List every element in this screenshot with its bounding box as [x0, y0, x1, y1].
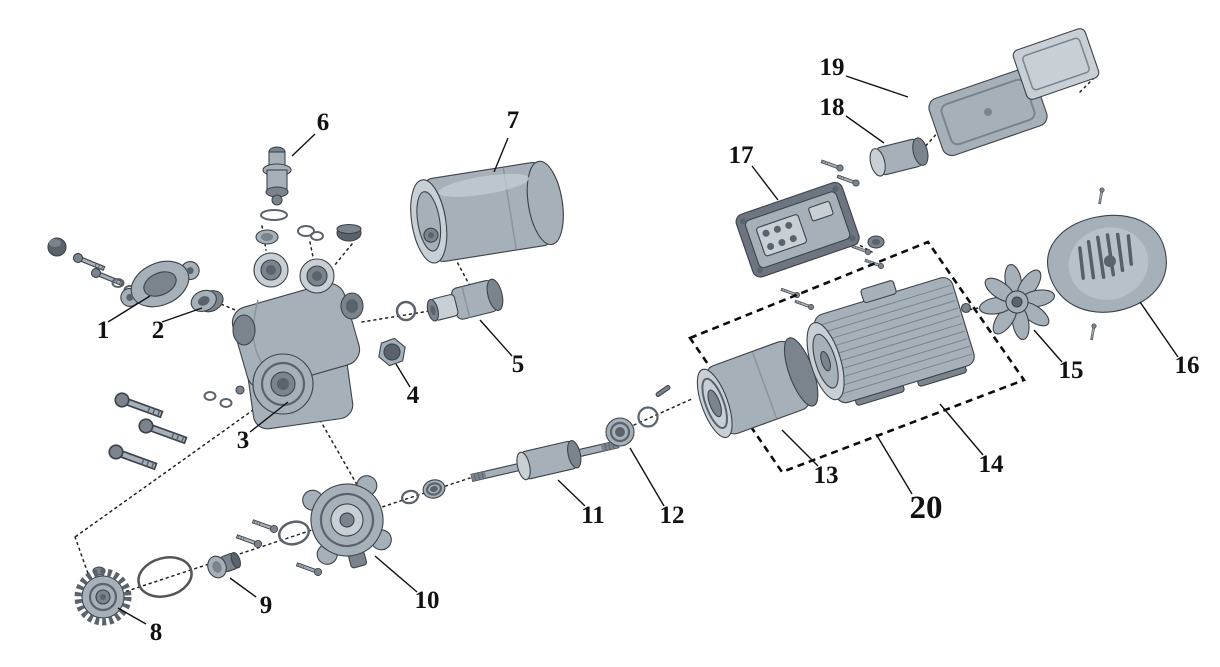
part-19-label: 19	[820, 54, 845, 81]
part-9-plug	[207, 551, 241, 579]
part-11-label: 11	[581, 502, 605, 529]
part-18-label: 18	[820, 94, 845, 121]
part-17-label: 17	[729, 142, 754, 169]
part-5-label: 5	[512, 351, 525, 378]
part-15-label: 15	[1059, 357, 1084, 384]
fan-nut	[960, 302, 972, 314]
part-12-bearing	[605, 385, 671, 447]
part-2-seal	[190, 289, 224, 313]
part-14-label: 14	[979, 451, 1005, 478]
cap-plug	[47, 237, 67, 257]
part-9-label: 9	[260, 592, 273, 619]
small-bearing	[422, 479, 446, 499]
part-19-terminal-cover	[928, 28, 1100, 157]
part-11-shaft	[401, 439, 620, 505]
part-8-label: 8	[150, 619, 163, 646]
part-3-pump-body	[231, 252, 364, 430]
part-8-impeller	[74, 566, 132, 626]
part-20-label: 20	[910, 490, 943, 526]
part-10-label: 10	[415, 587, 440, 614]
part-1-label: 1	[97, 317, 110, 344]
part-7-pressure-tank	[410, 160, 564, 264]
part-17-terminal-board	[735, 181, 860, 278]
part-18-capacitor	[869, 137, 929, 177]
part-7-label: 7	[507, 107, 520, 134]
part-14-motor-body	[806, 276, 975, 406]
part-12-label: 12	[660, 502, 685, 529]
valve-plug	[336, 223, 362, 242]
valve-cap	[255, 229, 279, 245]
part-2-label: 2	[152, 317, 165, 344]
part-15-fan	[978, 263, 1056, 341]
part-labels: 1 2 3 4 5 6 7 8 9 10 11 12 13 14 15 16 1…	[97, 54, 1200, 646]
part-16-label: 16	[1175, 352, 1200, 379]
part-13-label: 13	[814, 462, 839, 489]
cable-gland	[867, 235, 885, 249]
part-6-valve	[255, 146, 362, 245]
part-5-ejector	[395, 278, 504, 322]
part-4-label: 4	[407, 382, 420, 409]
part-10-pump-cover	[277, 475, 392, 569]
hardware-screws	[47, 157, 1105, 578]
part-13-motor-bracket	[696, 337, 819, 439]
part-6-label: 6	[317, 109, 330, 136]
part-3-label: 3	[237, 427, 250, 454]
part-1-flange	[120, 260, 200, 308]
leader-lines	[107, 75, 1179, 625]
part-16-fan-cover	[1047, 214, 1167, 313]
cover-gasket-plate	[1012, 28, 1100, 100]
o-ring-large	[137, 556, 193, 598]
part-4-nut	[378, 337, 406, 367]
